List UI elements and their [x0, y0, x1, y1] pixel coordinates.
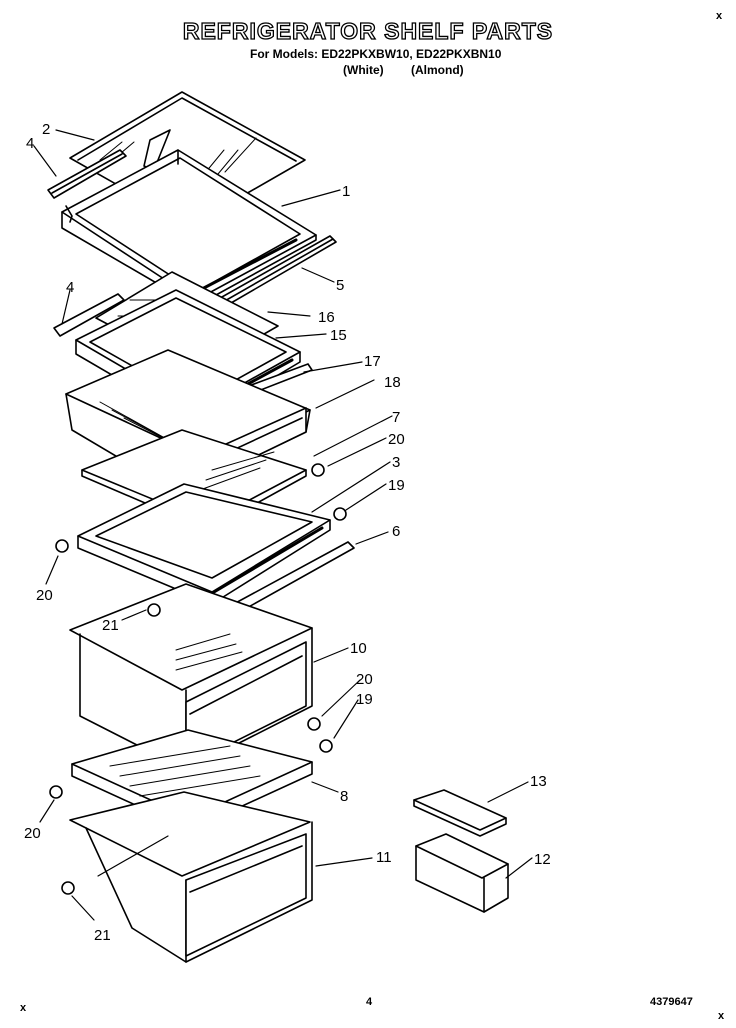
callout-17: 17 — [364, 353, 381, 370]
fasteners — [49, 463, 347, 895]
callout-20-a: 20 — [388, 431, 405, 448]
leader-lines — [33, 129, 533, 921]
page-number: 4 — [366, 996, 373, 1008]
callout-19-lower: 19 — [356, 691, 373, 708]
callout-12: 12 — [534, 851, 551, 868]
callout-20-d: 20 — [24, 825, 41, 842]
callout-6: 6 — [392, 523, 400, 540]
drawer-cover-plate — [71, 729, 313, 831]
callout-20-c: 20 — [356, 671, 373, 688]
document-number: 4379647 — [650, 996, 693, 1008]
callout-21-upper: 21 — [102, 617, 119, 634]
callout-labels: 1 2 3 4 4 5 6 7 8 10 11 12 13 15 16 17 1… — [24, 121, 551, 944]
callout-13: 13 — [530, 773, 547, 790]
side-trim-lower — [53, 293, 125, 337]
callout-4-lower: 4 — [66, 279, 74, 296]
callout-2: 2 — [42, 121, 50, 138]
corner-mark-bottom-right: x — [718, 1010, 725, 1022]
callout-18: 18 — [384, 374, 401, 391]
callout-5: 5 — [336, 277, 344, 294]
callout-8: 8 — [340, 788, 348, 805]
callout-16: 16 — [318, 309, 335, 326]
crisper-drawer-lower — [69, 791, 313, 963]
callout-21-lower: 21 — [94, 927, 111, 944]
callout-10: 10 — [350, 640, 367, 657]
corner-mark-top-right: x — [716, 10, 723, 22]
callout-11: 11 — [376, 849, 392, 866]
callout-7: 7 — [392, 409, 400, 426]
crisper-drawer-middle — [69, 583, 313, 771]
callout-4-upper: 4 — [26, 135, 34, 152]
diagram-title: REFRIGERATOR SHELF PARTS — [182, 17, 554, 44]
variant-almond: (Almond) — [411, 63, 464, 77]
corner-mark-bottom-left: x — [20, 1002, 27, 1014]
callout-15: 15 — [330, 327, 347, 344]
callout-1: 1 — [342, 183, 350, 200]
dairy-bin-cover — [413, 789, 507, 837]
drawer-frame — [77, 483, 331, 605]
models-line: For Models: ED22PKXBW10, ED22PKXBN10 — [250, 47, 502, 61]
callout-3: 3 — [392, 454, 400, 471]
variant-white: (White) — [343, 63, 384, 77]
callout-20-b: 20 — [36, 587, 53, 604]
side-trim-upper — [47, 149, 127, 199]
callout-19-upper: 19 — [388, 477, 405, 494]
dairy-bin — [415, 833, 509, 913]
